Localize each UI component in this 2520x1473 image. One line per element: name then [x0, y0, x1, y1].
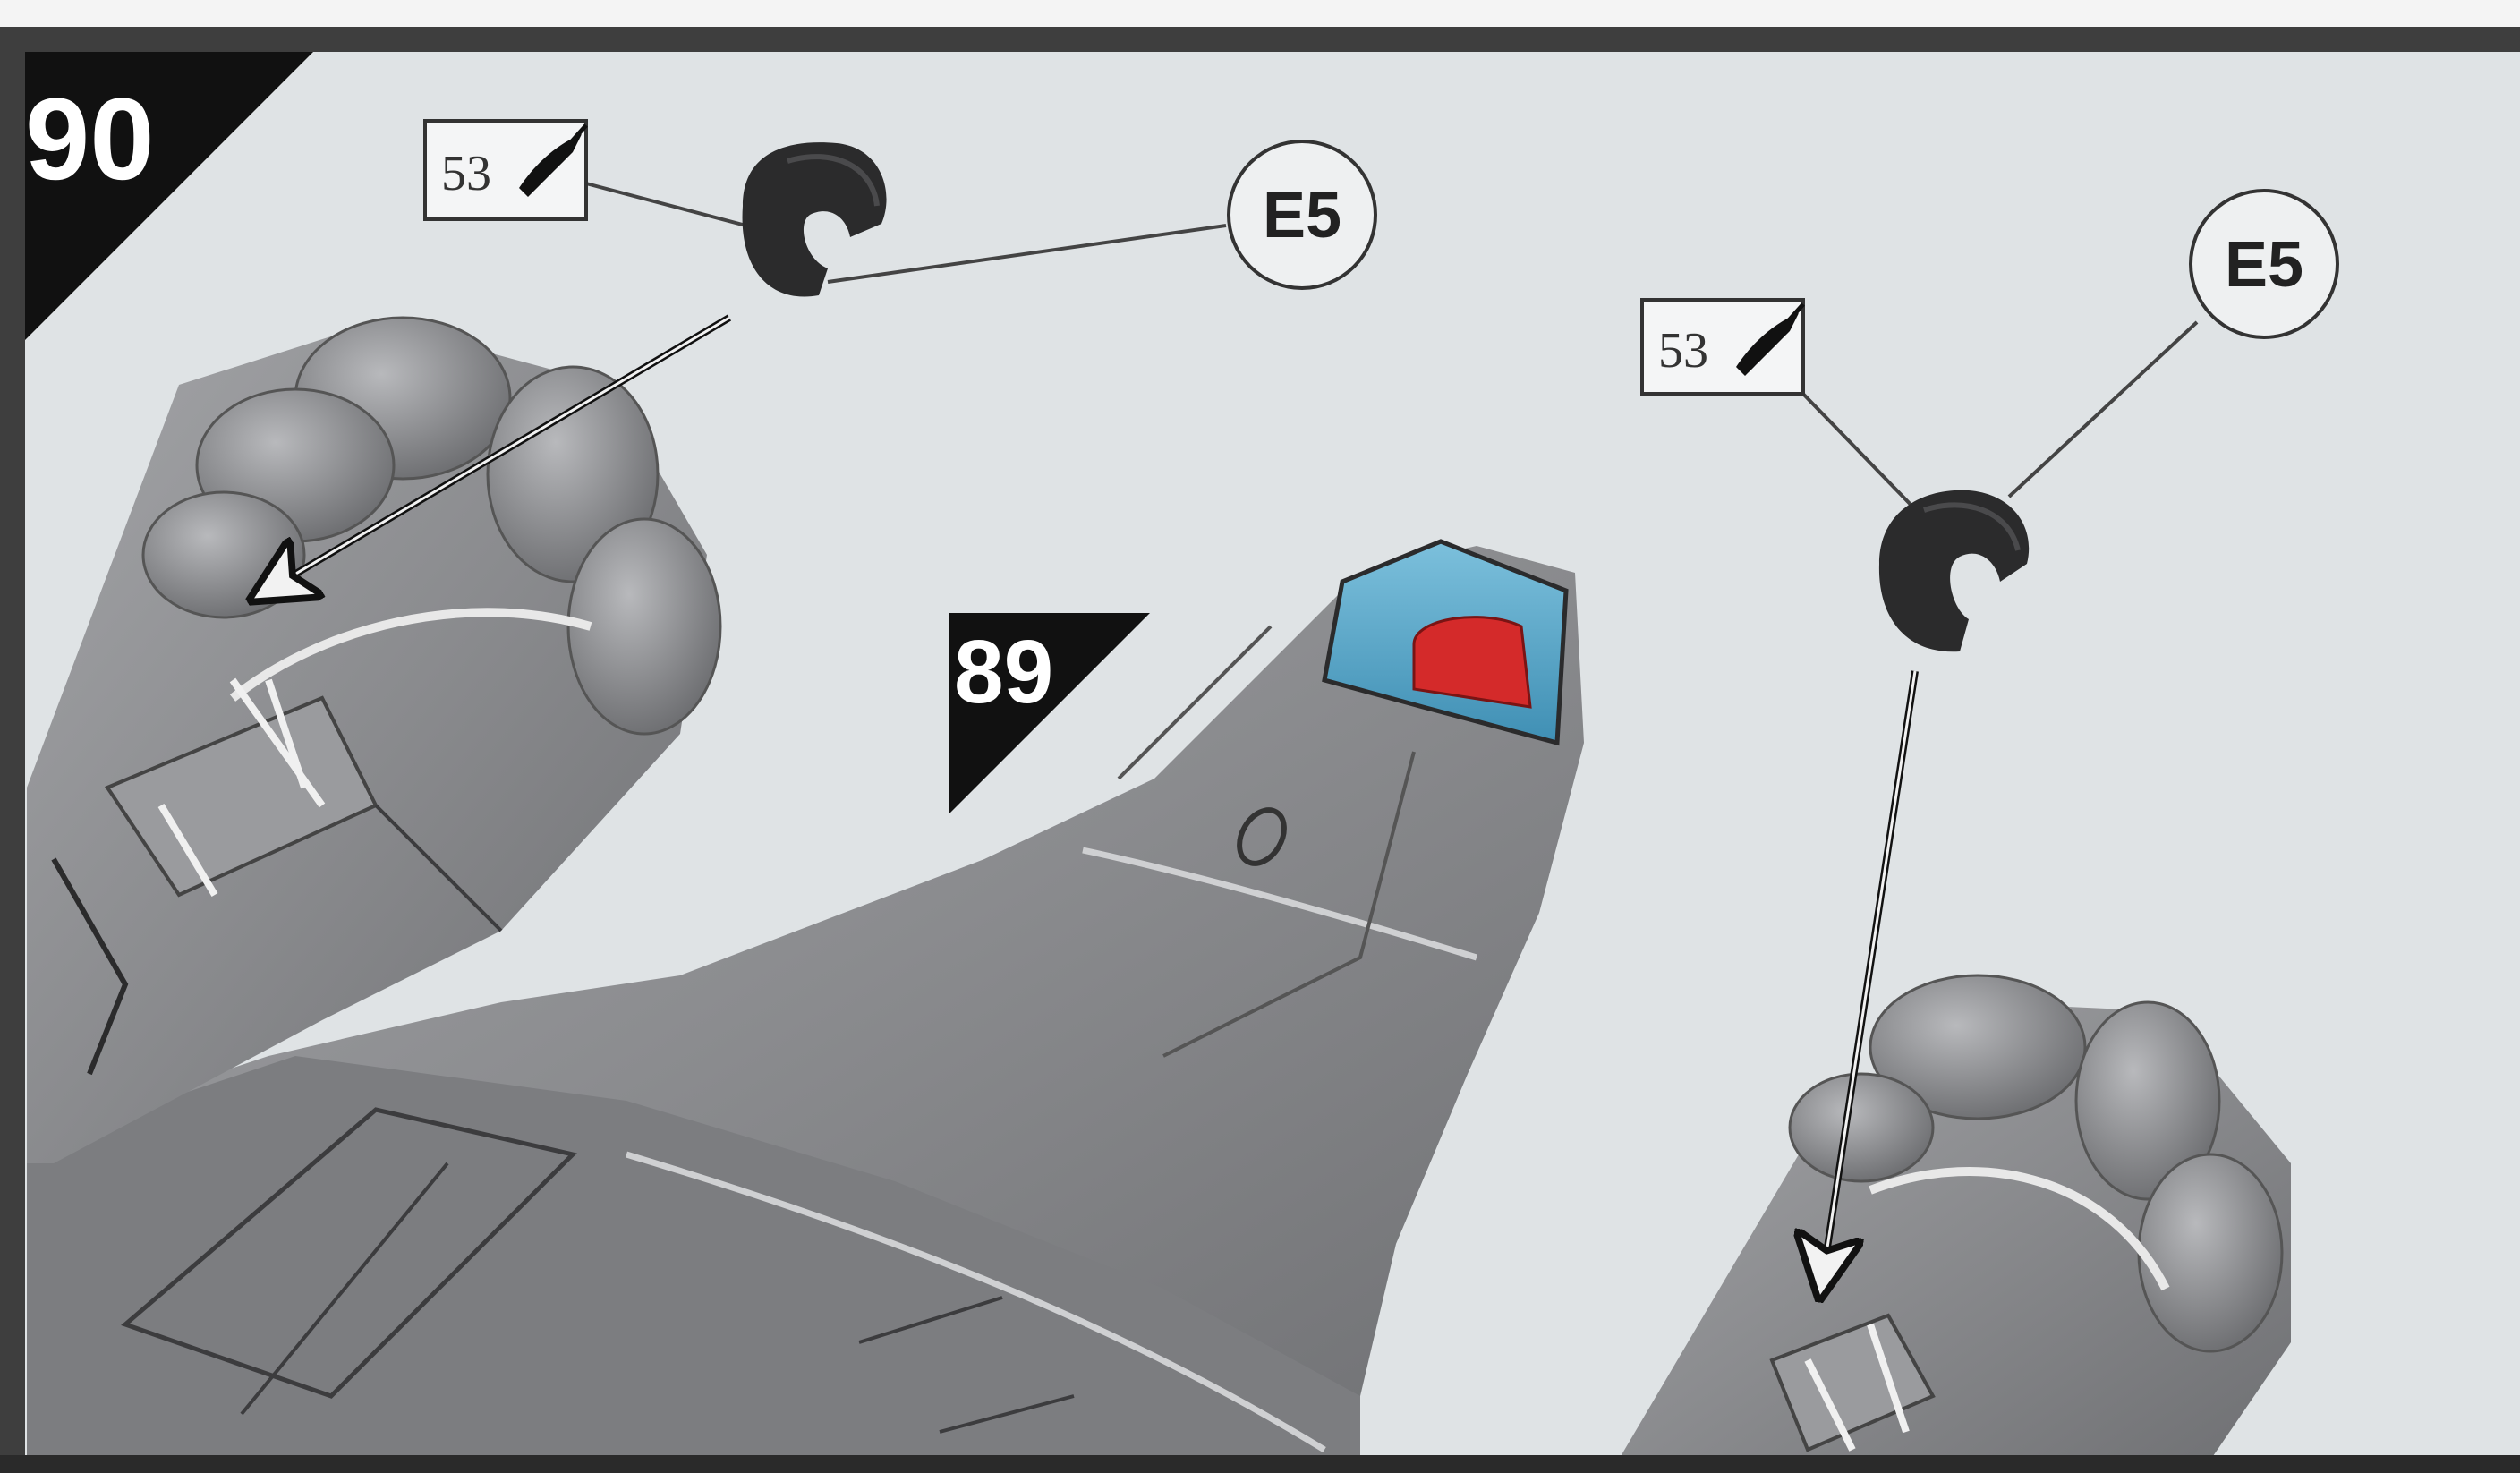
part-label: E5 [1263, 180, 1341, 251]
bottom-edge [0, 1455, 2520, 1473]
top-paper-edge [0, 0, 2520, 27]
paint-code: 53 [441, 146, 491, 201]
part-label: E5 [2225, 229, 2303, 301]
reference-step-number: 89 [954, 622, 1053, 722]
step-number: 90 [25, 73, 155, 204]
paint-code: 53 [1658, 323, 1708, 379]
